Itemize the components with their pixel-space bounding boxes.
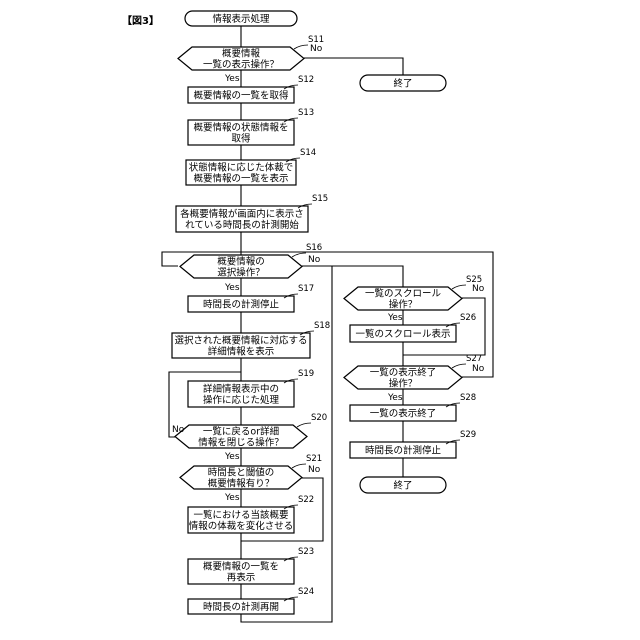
S20-no-label: No [172, 425, 185, 435]
node-text-line: 操作？ [389, 299, 418, 311]
step-tick [452, 364, 466, 368]
node-text-line: 情報表示処理 [212, 13, 270, 25]
node-text-line: 概要情報の一覧を [203, 561, 279, 573]
node-text-line: 情報の体裁を変化させる [189, 520, 294, 532]
step-label-s19: S19 [298, 369, 314, 379]
node-s18: 選択された概要情報に対応する詳細情報を表示 [172, 333, 310, 358]
S25-yes-label: Yes [387, 313, 403, 323]
node-text-line: 詳細情報表示中の [203, 383, 279, 395]
node-text-line: 状態情報に応じた体裁で [189, 162, 294, 174]
node-text-line: 一覧の表示操作？ [203, 59, 279, 71]
S21-yes-label: Yes [224, 493, 240, 503]
node-text-line: 詳細情報を表示 [208, 346, 275, 358]
step-label-s12: S12 [298, 75, 314, 85]
step-label-s21: S21 [306, 454, 322, 464]
node-s29: 時間長の計測停止 [350, 442, 456, 458]
node-s14: 状態情報に応じた体裁で概要情報の一覧を表示 [186, 160, 296, 185]
node-text-line: 時間長の計測停止 [203, 299, 280, 311]
node-text-line: 操作？ [389, 378, 418, 390]
node-text-line: 概要情報 [222, 48, 261, 60]
node-text-line: れている時間長の計測開始 [185, 219, 299, 231]
node-text-line: 一覧の表示終了 [370, 367, 437, 379]
S16-no-label: No [308, 255, 321, 265]
step-label-s24: S24 [298, 587, 314, 597]
node-text-line: 概要情報有り？ [208, 478, 275, 490]
node-text-line: 概要情報の状態情報を [193, 122, 288, 134]
step-tick [297, 423, 311, 427]
node-s17: 時間長の計測停止 [188, 296, 294, 312]
node-s11: 概要情報一覧の表示操作？ [178, 47, 304, 71]
node-s21: 時間長と閾値の概要情報有り？ [180, 466, 302, 490]
step-labels: S11S12S13S14S15S16S17S18S19S20S21S22S23S… [284, 35, 482, 601]
node-s22: 一覧における当該概要情報の体裁を変化させる [188, 507, 294, 533]
node-s24: 時間長の計測再開 [188, 599, 294, 614]
step-label-s17: S17 [298, 284, 314, 294]
S11-no-label: No [310, 44, 323, 54]
S27-no-label: No [472, 364, 485, 374]
step-label-s27: S27 [466, 354, 482, 364]
node-text-line: 選択された概要情報に対応する [174, 335, 307, 347]
step-label-s15: S15 [312, 194, 328, 204]
step-label-s16: S16 [306, 243, 322, 253]
node-text-line: 一覧の表示終了 [370, 408, 437, 420]
node-s12: 概要情報の一覧を取得 [188, 87, 294, 103]
node-text-line: 時間長と閾値の [208, 467, 275, 479]
step-label-s29: S29 [460, 430, 476, 440]
step-tick [294, 45, 308, 49]
step-label-s14: S14 [300, 148, 316, 158]
edge-S11-end1 [304, 58, 403, 75]
node-s27: 一覧の表示終了操作？ [344, 366, 462, 390]
S16-yes-label: Yes [224, 283, 240, 293]
node-text-line: 時間長の計測停止 [365, 445, 442, 457]
S11-yes-label: Yes [224, 74, 240, 84]
step-label-s28: S28 [460, 393, 476, 403]
node-s16: 概要情報の選択操作？ [180, 255, 302, 279]
node-text-line: 終了 [393, 480, 412, 492]
edge-S16-right [302, 266, 403, 287]
node-text-line: 一覧に戻るor詳細 [203, 426, 279, 438]
step-label-s18: S18 [314, 321, 330, 331]
figure-label: 【図3】 [122, 14, 159, 27]
node-start: 情報表示処理 [185, 11, 297, 26]
S20-yes-label: Yes [224, 452, 240, 462]
node-text-line: 各概要情報が画面内に表示さ [180, 208, 304, 220]
node-s19: 詳細情報表示中の操作に応じた処理 [188, 381, 294, 407]
node-text-line: 終了 [393, 78, 412, 90]
step-tick [452, 285, 466, 289]
node-text-line: 選択操作？ [217, 267, 265, 279]
node-text-line: 概要情報の一覧を表示 [193, 173, 288, 185]
node-text-line: 再表示 [227, 572, 256, 584]
node-text-line: 概要情報の [217, 256, 265, 268]
step-tick [292, 253, 306, 257]
node-text-line: 一覧のスクロール [365, 288, 442, 300]
node-end1: 終了 [360, 75, 446, 91]
step-label-s22: S22 [298, 495, 314, 505]
node-s13: 概要情報の状態情報を取得 [188, 120, 294, 145]
step-label-s20: S20 [311, 413, 327, 423]
S21-no-label: No [308, 465, 321, 475]
node-text-line: 操作に応じた処理 [203, 394, 280, 406]
node-s25: 一覧のスクロール操作？ [344, 287, 462, 311]
node-s28: 一覧の表示終了 [350, 405, 456, 421]
flow-nodes: 情報表示処理概要情報一覧の表示操作？終了概要情報の一覧を取得概要情報の状態情報を… [172, 11, 462, 614]
node-end2: 終了 [360, 477, 446, 493]
node-text-line: 概要情報の一覧を取得 [193, 90, 289, 102]
step-tick [292, 464, 306, 468]
S25-no-label: No [472, 284, 485, 294]
node-s15: 各概要情報が画面内に表示されている時間長の計測開始 [176, 206, 308, 232]
node-text-line: 一覧のスクロール表示 [355, 328, 450, 340]
node-s26: 一覧のスクロール表示 [350, 325, 456, 342]
step-label-s26: S26 [460, 313, 476, 323]
S27-yes-label: Yes [387, 393, 403, 403]
node-text-line: 取得 [231, 133, 251, 145]
step-label-s23: S23 [298, 547, 314, 557]
node-text-line: 時間長の計測再開 [203, 601, 279, 613]
node-s23: 概要情報の一覧を再表示 [188, 559, 294, 584]
node-text-line: 一覧における当該概要 [193, 509, 288, 521]
node-text-line: 情報を閉じる操作？ [198, 437, 284, 449]
node-s20: 一覧に戻るor詳細情報を閉じる操作？ [175, 425, 307, 449]
step-label-s13: S13 [298, 108, 314, 118]
